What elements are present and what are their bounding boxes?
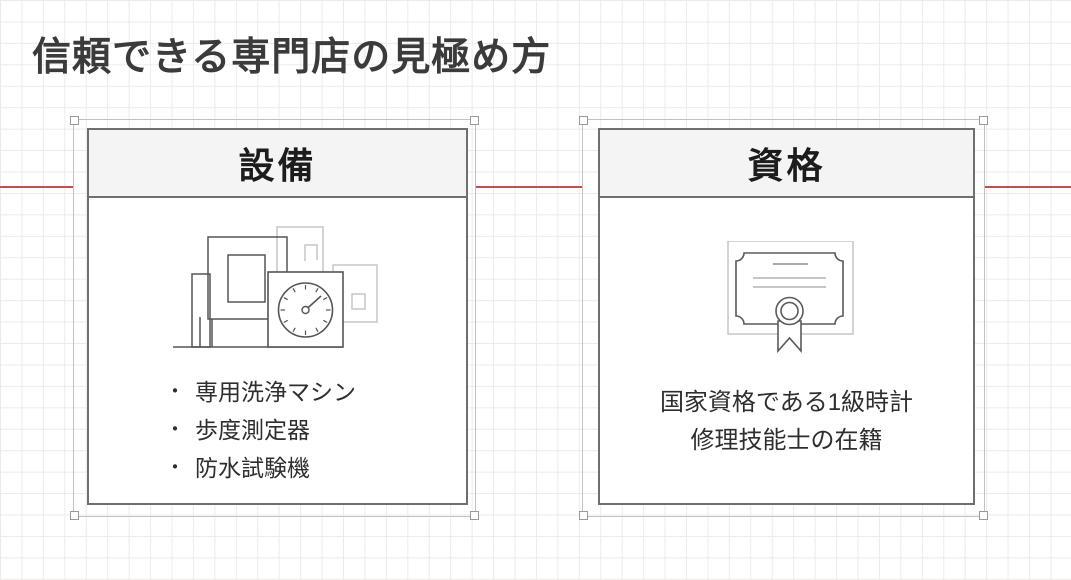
selection-handle-sw[interactable] bbox=[579, 511, 588, 520]
card-equipment-title: 設備 bbox=[238, 145, 317, 186]
card-qualification[interactable]: 資格 国家資格である1級時計 修理技能士の在籍 bbox=[598, 128, 975, 505]
selection-handle-sw[interactable] bbox=[70, 511, 79, 520]
selection-handle-ne[interactable] bbox=[979, 116, 988, 125]
equipment-item-label: 専用洗浄マシン bbox=[195, 379, 356, 405]
selection-handle-nw[interactable] bbox=[579, 116, 588, 125]
bullet-marker: ・ bbox=[165, 419, 185, 441]
qualification-text: 国家資格である1級時計 修理技能士の在籍 bbox=[600, 384, 973, 460]
bullet-marker: ・ bbox=[165, 381, 185, 403]
card-qualification-header: 資格 bbox=[600, 130, 973, 198]
qualification-text-line: 国家資格である1級時計 bbox=[659, 389, 914, 416]
equipment-list-item: ・ 専用洗浄マシン bbox=[165, 373, 356, 411]
equipment-item-label: 防水試験機 bbox=[195, 455, 310, 481]
qualification-text-line: 修理技能士の在籍 bbox=[690, 427, 883, 454]
equipment-item-label: 歩度測定器 bbox=[195, 417, 310, 443]
selection-outline-equipment bbox=[70, 116, 479, 520]
card-qualification-title: 資格 bbox=[747, 145, 826, 186]
selection-outline-qualification bbox=[579, 116, 988, 520]
red-guide-line-segment[interactable] bbox=[0, 186, 73, 188]
red-guide-line-segment[interactable] bbox=[476, 186, 582, 188]
card-equipment-header: 設備 bbox=[89, 130, 466, 198]
card-equipment[interactable]: 設備 bbox=[87, 128, 468, 505]
selection-handle-se[interactable] bbox=[979, 511, 988, 520]
equipment-list-item: ・ 防水試験機 bbox=[165, 449, 356, 487]
selection-handle-ne[interactable] bbox=[470, 116, 479, 125]
bullet-marker: ・ bbox=[165, 457, 185, 479]
watch-cleaning-machine-icon bbox=[173, 226, 378, 348]
page-title: 信頼できる専門店の見極め方 bbox=[32, 36, 552, 79]
red-guide-line-segment[interactable] bbox=[985, 186, 1071, 188]
equipment-list: ・ 専用洗浄マシン ・ 歩度測定器 ・ 防水試験機 bbox=[165, 373, 356, 487]
equipment-list-item: ・ 歩度測定器 bbox=[165, 411, 356, 449]
selection-handle-se[interactable] bbox=[470, 511, 479, 520]
certificate-icon bbox=[727, 241, 854, 354]
selection-handle-nw[interactable] bbox=[70, 116, 79, 125]
